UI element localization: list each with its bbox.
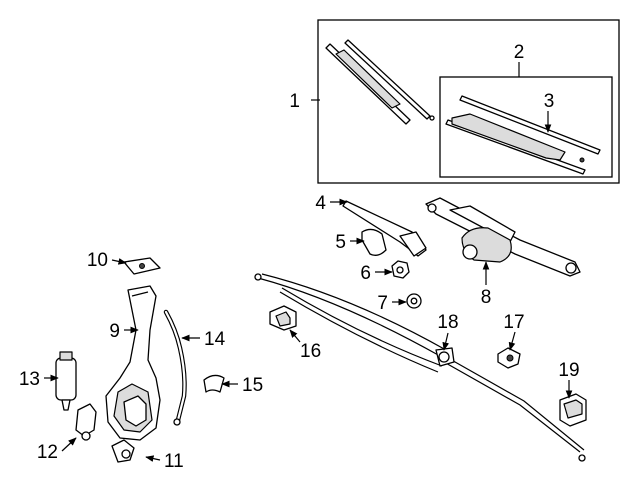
washer-hose-assembly (254, 273, 586, 462)
callout-15: 15 (242, 375, 263, 396)
callout-17: 17 (503, 312, 524, 333)
pivot-cap (361, 228, 387, 256)
callout-12: 12 (37, 442, 58, 463)
washer (406, 293, 422, 309)
level-sensor (123, 257, 161, 275)
washer-pump (55, 351, 77, 411)
callout-14: 14 (204, 329, 226, 350)
pump-seal (111, 439, 135, 463)
wiper-motor-linkage (425, 197, 581, 277)
callout-3: 3 (544, 91, 555, 112)
wiper-blade-group-box (317, 19, 620, 184)
callout-7: 7 (377, 293, 388, 314)
pivot-nut (391, 260, 410, 279)
callout-9: 9 (109, 321, 120, 342)
wiper-arm (342, 200, 427, 257)
callout-4: 4 (315, 193, 326, 214)
washer-pump-rear (75, 403, 97, 441)
callout-13: 13 (19, 369, 40, 390)
callout-10: 10 (87, 250, 108, 271)
callout-18: 18 (437, 312, 458, 333)
hose-connector (203, 374, 225, 393)
callout-19: 19 (558, 360, 579, 381)
callout-11: 11 (164, 451, 184, 472)
washer-nozzle (559, 393, 587, 427)
callout-5: 5 (335, 232, 346, 253)
callout-16: 16 (300, 341, 321, 362)
callout-2: 2 (514, 42, 525, 63)
wiper-blade-outer (325, 39, 435, 125)
washer-reservoir (105, 285, 161, 441)
wiper-blade-inner (445, 95, 601, 175)
wiper-insert-group-box (439, 76, 613, 178)
callout-8: 8 (481, 287, 492, 308)
washer-hose (163, 309, 187, 426)
callout-6: 6 (360, 263, 371, 284)
hose-clip (497, 347, 521, 369)
callout-1: 1 (289, 91, 300, 112)
hose-grommet (269, 305, 297, 331)
